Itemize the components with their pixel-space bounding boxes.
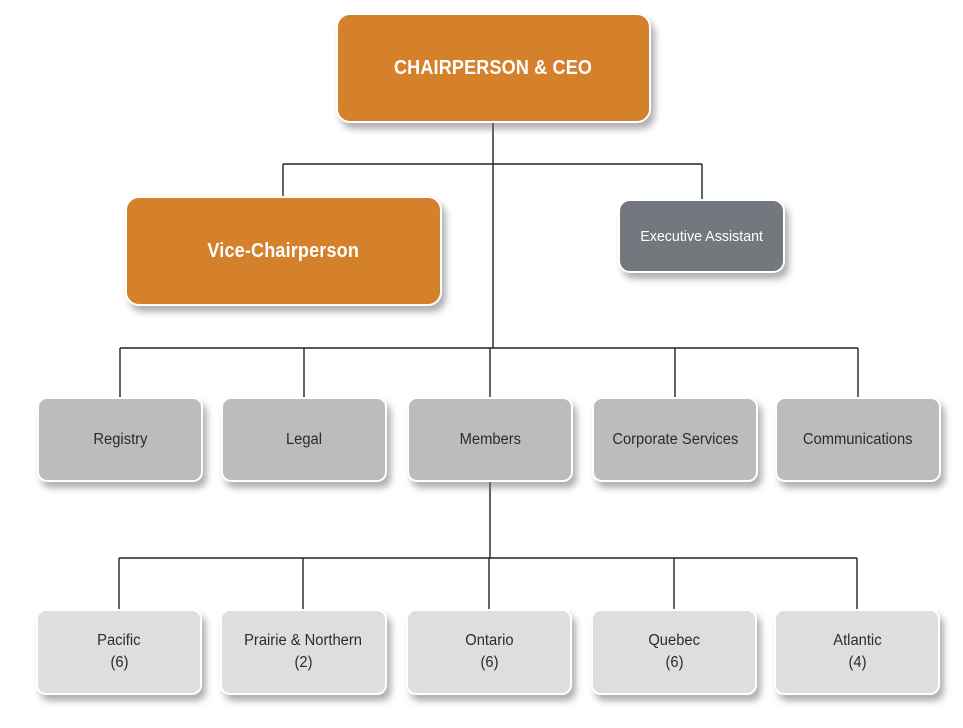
org-node-ontario: Ontario (6)	[406, 609, 572, 695]
org-node-legal: Legal	[221, 397, 387, 482]
org-node-label: Legal	[285, 430, 323, 448]
org-node-prairie-northern: Prairie & Northern (2)	[220, 609, 387, 695]
org-node-label: Vice-Chairperson	[207, 239, 360, 262]
org-node-label: Ontario	[464, 631, 514, 649]
org-node-label: Executive Assistant	[640, 227, 763, 245]
org-node-quebec: Quebec (6)	[591, 609, 757, 695]
org-node-corporate-services: Corporate Services	[592, 397, 758, 482]
org-node-label: Atlantic	[832, 631, 882, 649]
org-node-members: Members	[407, 397, 573, 482]
org-node-vice-chairperson: Vice-Chairperson	[125, 196, 442, 306]
org-node-count: (4)	[847, 654, 866, 671]
org-node-label: Members	[459, 430, 521, 448]
org-node-label: CHAIRPERSON & CEO	[394, 56, 593, 79]
org-node-label: Prairie & Northern	[244, 631, 363, 649]
org-node-label: Corporate Services	[611, 430, 739, 448]
org-node-communications: Communications	[775, 397, 941, 482]
org-node-count: (6)	[664, 654, 683, 671]
org-node-atlantic: Atlantic (4)	[774, 609, 940, 695]
org-node-registry: Registry	[37, 397, 203, 482]
org-node-label: Registry	[92, 430, 148, 448]
org-node-executive-assistant: Executive Assistant	[618, 199, 785, 273]
org-node-label: Quebec	[648, 631, 700, 649]
org-node-count: (2)	[294, 654, 313, 671]
org-node-count: (6)	[479, 654, 498, 671]
org-node-count: (6)	[109, 654, 128, 671]
org-node-chairperson-ceo: CHAIRPERSON & CEO	[336, 13, 651, 123]
org-node-label: Communications	[803, 430, 913, 448]
org-node-label: Pacific	[97, 631, 141, 649]
org-node-pacific: Pacific (6)	[36, 609, 202, 695]
